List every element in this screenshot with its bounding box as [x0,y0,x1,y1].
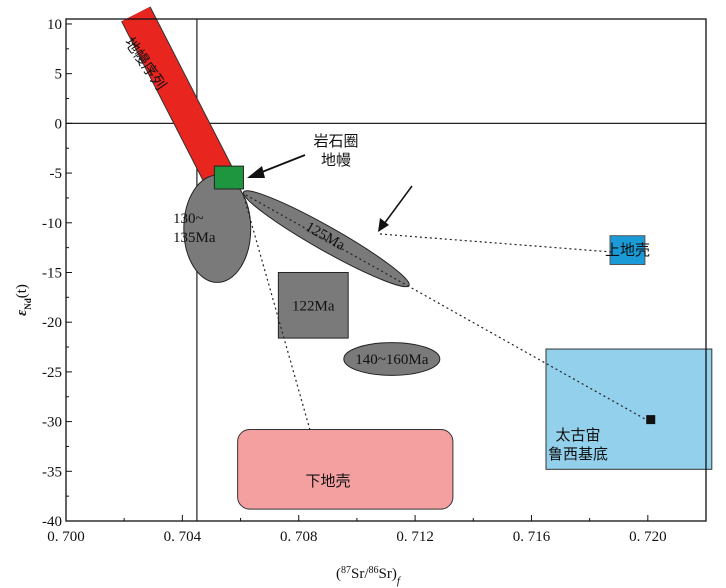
group-125ma-ellipse [242,190,410,288]
y-tick-label: -15 [42,265,62,281]
group-130-135ma-label: 135Ma [173,230,216,246]
archean-basement-field [545,348,713,470]
x-tick-label: 0. 720 [629,529,667,545]
group-140-160ma-ellipse [343,342,441,376]
archean-basement-label: 太古宙 [555,426,600,444]
plot-frame [65,18,707,522]
group-122ma-label: 122Ma [292,298,335,314]
y-tick-label: 5 [55,67,63,83]
lithospheric-mantle-arrowhead [247,166,265,178]
y-tick-label: -35 [42,464,62,480]
y-axis-title: εNd(t) [14,284,33,316]
group-130-135ma-ellipse [183,174,252,283]
y-tick-label: -30 [42,415,62,431]
y-tick-label: -5 [50,166,63,182]
mantle-array-band [122,6,232,181]
trend-arrow-shaft [383,185,413,225]
x-tick-label: 0. 704 [164,529,202,545]
lithospheric-mantle-arrow-shaft [261,154,306,173]
group-122ma-rect [277,271,349,339]
tieline-layer [243,154,646,431]
x-axis-title: (87Sr/86Sr)f [336,565,402,588]
lower-crust-field [237,429,454,510]
upper-crust-label: 上地壳 [605,241,650,259]
trend-arrowhead [378,218,389,232]
y-tick-label: -40 [42,514,62,530]
y-tick-label: 0 [55,116,63,132]
group-130-135ma-label: 130~ [173,211,204,227]
y-tick-label: -20 [42,315,62,331]
lithospheric-mantle-label: 岩石圈 [313,132,358,150]
field-layer [121,6,713,510]
tieline-mantle-lower-crust [243,196,311,431]
y-tick-label: -25 [42,365,62,381]
axes-layer: 10 5 0 -5 -10 -15 -20 -25 -30 -35 -400. 700 0. 704 0… [14,17,707,588]
y-tick-label: 10 [47,17,62,33]
tieline-mantle-archean-basement [245,194,646,420]
archean-basement-point [646,415,656,425]
lithospheric-mantle-label: 地幔 [321,151,351,169]
archean-basement-label: 鲁西基底 [548,445,608,463]
upper-crust-field [609,235,646,266]
lithospheric-mantle-square [213,165,244,190]
x-tick-label: 0. 716 [513,529,551,545]
y-tick-label: -10 [42,216,62,232]
lower-crust-label: 下地壳 [305,472,350,490]
x-tick-label: 0. 700 [47,529,85,545]
tieline-125ma-upper-crust [379,233,613,253]
x-tick-label: 0. 712 [396,529,434,545]
x-tick-label: 0. 708 [280,529,318,545]
group-140-160ma-label: 140~160Ma [355,352,428,368]
